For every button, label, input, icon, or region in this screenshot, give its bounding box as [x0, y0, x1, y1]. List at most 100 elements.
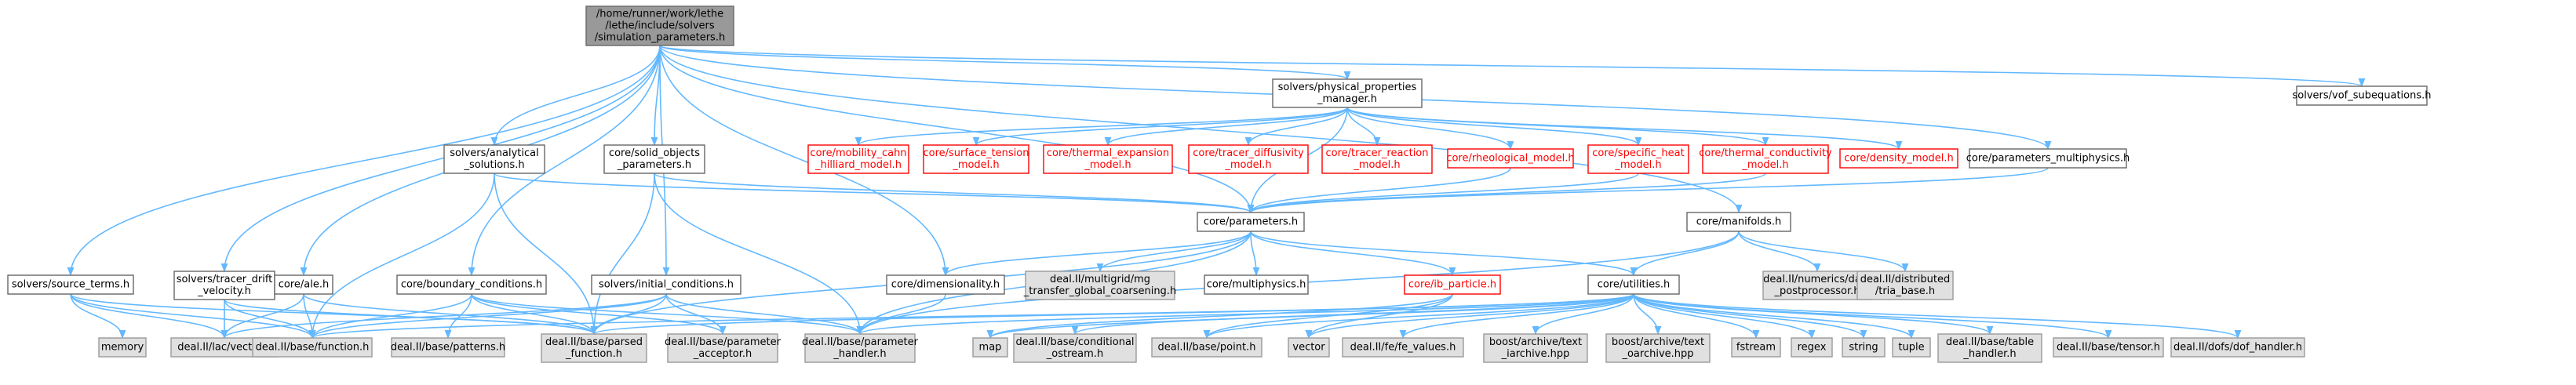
node-regex: regex	[1791, 337, 1833, 358]
node-datapost-label-line-1: _postprocessor.h	[1773, 285, 1860, 297]
node-parsedfn-label-line-0: deal.II/base/parsed	[545, 336, 643, 348]
edge-manifolds-to-datapost	[1738, 231, 1821, 273]
node-dimensionality[interactable]: core/dimensionality.h	[886, 274, 1005, 295]
node-parmulti-box	[1969, 148, 2127, 169]
node-root[interactable]: /home/runner/work/lethe/lethe/include/so…	[585, 5, 734, 46]
node-thermcond-box	[1702, 144, 1829, 174]
node-utilities-box	[1587, 274, 1680, 295]
node-physprop[interactable]: solvers/physical_properties_manager.h	[1272, 78, 1423, 108]
node-point-box	[1151, 337, 1262, 358]
node-mobility-label-line-1: _hilliard_model.h	[814, 159, 902, 171]
node-parhandler-label-line-0: deal.II/base/parameter	[802, 336, 919, 348]
node-rheo[interactable]: core/rheological_model.h	[1446, 148, 1575, 169]
node-dofhandler-label-line-0: deal.II/dofs/dof_handler.h	[2173, 342, 2302, 354]
node-thermcond[interactable]: core/thermal_conductivity_model.h	[1699, 144, 1832, 174]
node-boarchive-label-line-0: boost/archive/text	[1612, 336, 1704, 348]
node-function: deal.II/base/function.h	[252, 337, 373, 358]
node-tablehandler: deal.II/base/table_handler.h	[1937, 333, 2042, 363]
edge-analytical-to-function	[308, 173, 495, 340]
edge-root-to-boundary	[468, 45, 661, 277]
node-patterns: deal.II/base/patterns.h	[391, 337, 505, 358]
node-solidobj-box	[603, 144, 705, 174]
node-analytical[interactable]: solvers/analytical_solutions.h	[443, 144, 545, 174]
node-string-label-line-0: string	[1849, 342, 1878, 354]
edge-utilities-to-tuple	[1633, 293, 1915, 340]
node-triabase-label-line-1: /tria_base.h	[1875, 285, 1935, 297]
node-tablehandler-box	[1937, 333, 2042, 363]
node-specheat[interactable]: core/specific_heat_model.h	[1587, 144, 1689, 174]
node-regex-box	[1791, 337, 1833, 358]
node-physprop-box	[1272, 78, 1423, 108]
node-map: map	[972, 337, 1008, 358]
node-vof[interactable]: solvers/vof_subequations.h	[2292, 85, 2432, 106]
node-parameters-box	[1197, 212, 1305, 232]
node-initial-label-line-0: solvers/initial_conditions.h	[599, 279, 734, 291]
node-boundary-label-line-0: core/boundary_conditions.h	[401, 279, 542, 291]
node-vof-box	[2296, 85, 2428, 106]
edge-root-to-vof	[659, 45, 2365, 88]
edge-utilities-to-dofhandler	[1633, 293, 2242, 340]
node-tracerdiff[interactable]: core/tracer_diffusivity_model.h	[1188, 144, 1309, 174]
node-ale[interactable]: core/ale.h	[274, 274, 333, 295]
node-boundary[interactable]: core/boundary_conditions.h	[396, 274, 547, 295]
node-vector-box	[1288, 337, 1330, 358]
edge-root-to-analytical	[490, 45, 661, 147]
node-ibparticle[interactable]: core/ib_particle.h	[1404, 274, 1501, 295]
node-dofhandler: deal.II/dofs/dof_handler.h	[2170, 337, 2305, 358]
node-sourceterms[interactable]: solvers/source_terms.h	[7, 274, 134, 295]
edge-physprop-to-thermexp	[1104, 107, 1348, 147]
edge-utilities-to-fstream	[1633, 293, 1760, 340]
edge-utilities-to-regex	[1633, 293, 1816, 340]
node-tracerreact[interactable]: core/tracer_reaction_model.h	[1321, 144, 1433, 174]
node-surface[interactable]: core/surface_tension_model.h	[923, 144, 1029, 174]
node-boarchive-label-line-1: _oarchive.hpp	[1621, 348, 1693, 360]
node-biarchive-box	[1483, 333, 1588, 363]
edge-boundary-to-parhandler	[471, 293, 864, 336]
node-tuple-box	[1892, 337, 1931, 358]
node-tablehandler-label-line-0: deal.II/base/table	[1946, 336, 2034, 348]
node-multiphysics[interactable]: core/multiphysics.h	[1204, 274, 1309, 295]
node-multiphysics-box	[1204, 274, 1309, 295]
edge-boundary-to-paracceptor	[471, 293, 727, 336]
node-parameters[interactable]: core/parameters.h	[1197, 212, 1305, 232]
node-mobility-label-line-0: core/mobility_cahn	[810, 147, 906, 159]
edge-physprop-to-specheat	[1346, 107, 1642, 147]
node-dimensionality-label-line-0: core/dimensionality.h	[891, 279, 1000, 291]
node-sourceterms-box	[7, 274, 134, 295]
node-boarchive: boost/archive/text_oarchive.hpp	[1605, 333, 1711, 363]
node-tracerdiff-label-line-0: core/tracer_diffusivity	[1193, 147, 1304, 159]
node-density[interactable]: core/density_model.h	[1839, 148, 1958, 169]
node-point-label-line-0: deal.II/base/point.h	[1158, 342, 1256, 354]
node-parhandler-label-line-1: _handler.h	[833, 348, 886, 360]
node-initial[interactable]: solvers/initial_conditions.h	[591, 274, 741, 295]
node-tracerdrift-label-line-0: solvers/tracer_drift	[177, 274, 273, 285]
node-tensor-label-line-0: deal.II/base/tensor.h	[2057, 342, 2160, 354]
node-biarchive-label-line-1: _iarchive.hpp	[1501, 348, 1570, 360]
node-mobility[interactable]: core/mobility_cahn_hilliard_model.h	[807, 144, 909, 174]
edge-sourceterms-to-lacvector	[70, 293, 228, 340]
node-fevalues: deal.II/fe/fe_values.h	[1342, 337, 1464, 358]
node-ibparticle-box	[1404, 274, 1501, 295]
edge-parameters-to-mgtransfer	[1096, 231, 1252, 273]
node-solidobj[interactable]: core/solid_objects_parameters.h	[603, 144, 705, 174]
node-vector-label-line-0: vector	[1292, 342, 1325, 354]
edge-utilities-to-vector	[1305, 293, 1634, 340]
node-root-label-line-2: /simulation_parameters.h	[595, 32, 725, 44]
node-patterns-label-line-0: deal.II/base/patterns.h	[391, 342, 505, 354]
node-memory-label-line-0: memory	[101, 342, 144, 354]
node-function-box	[252, 337, 373, 358]
edge-parameters-to-utilities	[1250, 231, 1638, 277]
node-sourceterms-label-line-0: solvers/source_terms.h	[12, 279, 129, 291]
node-condostream-box	[1013, 333, 1137, 363]
edge-utilities-to-fevalues	[1399, 293, 1634, 340]
edge-utilities-to-string	[1633, 293, 1867, 340]
edge-initial-to-paracceptor	[665, 293, 727, 336]
node-parmulti[interactable]: core/parameters_multiphysics.h	[1966, 148, 2130, 169]
node-string: string	[1842, 337, 1886, 358]
node-utilities[interactable]: core/utilities.h	[1587, 274, 1680, 295]
node-fstream-label-line-0: fstream	[1736, 342, 1776, 354]
node-tracerdrift[interactable]: solvers/tracer_drift_velocity.h	[173, 271, 275, 300]
node-manifolds[interactable]: core/manifolds.h	[1686, 212, 1791, 232]
node-thermexp[interactable]: core/thermal_expansion_model.h	[1043, 144, 1173, 174]
node-vector: vector	[1288, 337, 1330, 358]
